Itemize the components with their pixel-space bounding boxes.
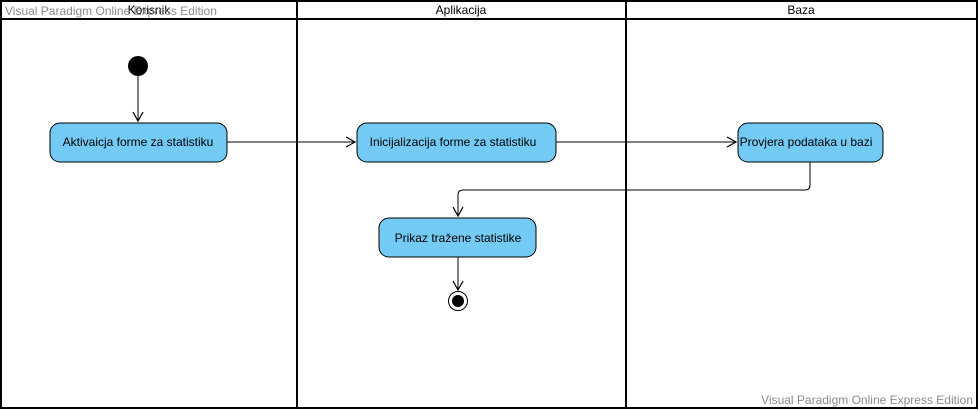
action-init-form-label: Inicijalizacija forme za statistiku	[370, 135, 537, 149]
action-check-data[interactable]: Provjera podataka u bazi	[737, 122, 884, 163]
lane-title-korisnik: Korisnik	[128, 3, 172, 17]
initial-node[interactable]	[128, 56, 148, 76]
lane-title-baza: Baza	[787, 3, 815, 17]
watermark-bottom: Visual Paradigm Online Express Edition	[761, 393, 973, 407]
lane-title-aplikacija: Aplikacija	[436, 3, 487, 17]
action-init-form[interactable]: Inicijalizacija forme za statistiku	[356, 122, 557, 163]
control-flows	[132, 76, 811, 292]
action-check-data-label: Provjera podataka u bazi	[740, 135, 873, 149]
action-activate-form-label: Aktivaicja forme za statistiku	[63, 135, 214, 149]
action-activate-form[interactable]: Aktivaicja forme za statistiku	[49, 122, 228, 163]
watermark-top: Visual Paradigm Online Express Edition	[5, 4, 217, 18]
flow-check-to-show	[452, 162, 811, 218]
action-show-stats-label: Prikaz tražene statistike	[395, 231, 522, 245]
action-show-stats[interactable]: Prikaz tražene statistike	[378, 217, 537, 258]
activity-final-node[interactable]	[448, 291, 468, 311]
